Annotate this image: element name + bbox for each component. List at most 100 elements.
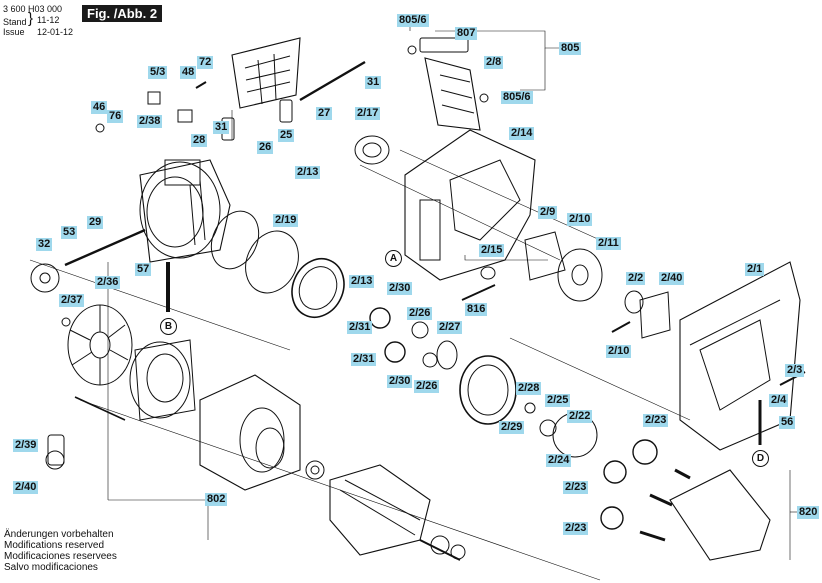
callout-2-37: 2/37 — [59, 294, 85, 307]
note-german: Änderungen vorbehalten — [4, 529, 114, 540]
callout-26: 26 — [257, 141, 274, 154]
long-pin — [300, 62, 365, 100]
note-french: Modificaciones reservees — [4, 551, 117, 562]
drive-gear-b — [604, 461, 626, 483]
callout-805: 805 — [559, 42, 582, 55]
callout-2-8: 2/8 — [484, 56, 504, 69]
callout-57: 57 — [135, 263, 152, 276]
end-shield — [130, 340, 195, 420]
callout-2-23-b: 2/23 — [563, 481, 589, 494]
callout-2-31-top: 2/31 — [347, 321, 373, 334]
callout-2-26-bot: 2/26 — [414, 380, 440, 393]
doc-number: 3 600 H03 000 — [3, 4, 63, 14]
gasket — [525, 232, 565, 280]
callout-25: 25 — [278, 129, 295, 142]
callout-2-38: 2/38 — [137, 115, 163, 128]
bearing-2 — [431, 536, 449, 554]
callout-27: 27 — [316, 107, 333, 120]
callout-805-6-top: 805/6 — [397, 14, 429, 27]
stand-value: 11-12 — [37, 15, 60, 25]
gear-2 — [385, 342, 405, 362]
leader-lines — [30, 22, 800, 580]
callout-2-27: 2/27 — [437, 321, 463, 334]
callout-5-3: 5/3 — [148, 66, 168, 79]
callout-2-13-top: 2/13 — [295, 166, 321, 179]
bearing-ring — [283, 250, 354, 326]
rod — [65, 230, 145, 265]
callout-2-23-c: 2/23 — [563, 522, 589, 535]
issue-label: Issue — [3, 27, 25, 37]
gear-housing — [405, 130, 535, 280]
figure-tag: Fig. /Abb. 2 — [82, 5, 163, 22]
callout-802: 802 — [205, 493, 228, 506]
callout-2-25: 2/25 — [545, 394, 571, 407]
callout-2-26-top: 2/26 — [407, 307, 433, 320]
callout-2-14: 2/14 — [509, 127, 535, 140]
callout-805-6-bot: 805/6 — [501, 91, 533, 104]
callout-2-4: 2/4 — [769, 394, 789, 407]
callout-2-29: 2/29 — [499, 421, 525, 434]
callout-816: 816 — [465, 303, 488, 316]
callout-2-17: 2/17 — [355, 107, 381, 120]
callout-2-2: 2/2 — [626, 272, 646, 285]
callout-2-40-left: 2/40 — [13, 481, 39, 494]
callout-72: 72 — [197, 56, 214, 69]
stator — [200, 375, 300, 490]
callout-2-22: 2/22 — [567, 410, 593, 423]
pin-816 — [462, 285, 495, 300]
marker-a: A — [385, 250, 402, 267]
callout-2-1: 2/1 — [745, 263, 765, 276]
callout-31-top: 31 — [365, 76, 382, 89]
callout-53: 53 — [61, 226, 78, 239]
callout-2-10-top: 2/10 — [567, 213, 593, 226]
issue-value: 12-01-12 — [37, 27, 74, 37]
strip-2-8 — [420, 38, 468, 52]
bearing-cup — [355, 136, 389, 164]
callout-2-13-mid: 2/13 — [349, 275, 375, 288]
hinged-cover — [222, 38, 300, 140]
knob — [31, 264, 59, 292]
snap-ring — [202, 204, 267, 277]
callout-2-23-a: 2/23 — [643, 414, 669, 427]
plate — [437, 341, 457, 369]
callout-2-30-bot: 2/30 — [387, 375, 413, 388]
gear — [370, 308, 390, 328]
callout-807: 807 — [455, 27, 478, 40]
callout-32: 32 — [36, 238, 53, 251]
callout-48: 48 — [180, 66, 197, 79]
callout-56: 56 — [779, 416, 796, 429]
modification-notes: Änderungen vorbehalten Modifications res… — [4, 529, 117, 573]
bushing — [625, 291, 643, 313]
callout-28: 28 — [191, 134, 208, 147]
seal-ring — [236, 222, 308, 301]
drive-gear-a — [633, 440, 657, 464]
callout-2-28: 2/28 — [516, 382, 542, 395]
callout-76: 76 — [107, 110, 124, 123]
callout-31-mid: 31 — [213, 121, 230, 134]
callout-2-30-top: 2/30 — [387, 282, 413, 295]
note-english: Modifications reserved — [4, 540, 105, 551]
motor-housing — [140, 160, 230, 262]
callout-46: 46 — [91, 101, 108, 114]
capacitor — [46, 451, 64, 469]
washer-plate — [640, 292, 670, 338]
bearing — [306, 461, 324, 479]
callout-2-3: 2/3 — [785, 364, 805, 377]
screw — [75, 397, 125, 420]
callout-2-19: 2/19 — [273, 214, 299, 227]
armature — [330, 465, 460, 560]
callout-820: 820 — [797, 506, 820, 519]
callout-2-15: 2/15 — [479, 244, 505, 257]
callout-2-9: 2/9 — [538, 206, 558, 219]
switch-block — [178, 110, 192, 122]
fan — [68, 305, 132, 385]
note-spanish: Salvo modificaciones — [4, 562, 98, 573]
callout-2-10-bot: 2/10 — [606, 345, 632, 358]
callout-2-40-right: 2/40 — [659, 272, 685, 285]
marker-b: B — [160, 318, 177, 335]
callout-2-36: 2/36 — [95, 276, 121, 289]
drive-gear-c — [601, 507, 623, 529]
brace-glyph: } — [28, 10, 34, 27]
callout-2-39: 2/39 — [13, 439, 39, 452]
impeller — [558, 249, 602, 301]
